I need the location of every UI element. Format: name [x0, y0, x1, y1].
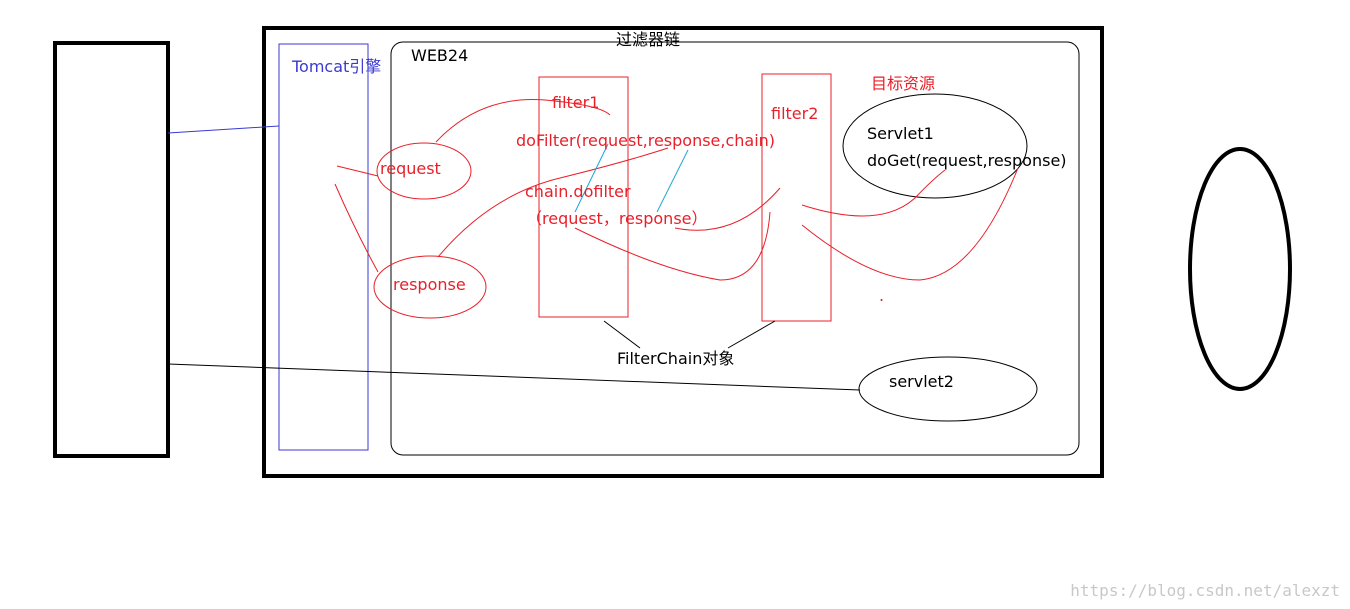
client-to-servlet2-line — [167, 363, 861, 391]
chain-title: 过滤器链 — [616, 30, 680, 49]
target-resource-label: 目标资源 — [871, 74, 935, 93]
tomcat-engine-box — [278, 43, 369, 451]
filter2-box — [761, 73, 832, 322]
filterchain-object-label: FilterChain对象 — [617, 349, 734, 368]
filterchain-line-left — [603, 320, 641, 349]
servlet1-ellipse — [842, 93, 1028, 199]
client-to-tomcat-line — [167, 125, 280, 134]
dot-mark: . — [879, 286, 884, 305]
filter1-box — [538, 76, 629, 318]
filter1-label: filter1 — [552, 93, 599, 112]
response-ellipse — [373, 255, 487, 319]
flow-curves — [334, 99, 1019, 281]
filter2-label: filter2 — [771, 104, 818, 123]
right-ellipse — [1188, 147, 1292, 391]
servlet2-ellipse — [858, 356, 1038, 422]
web-app-label: WEB24 — [411, 46, 468, 65]
watermark: https://blog.csdn.net/alexzt — [1070, 581, 1340, 600]
servlet1-method-label: doGet(request,response) — [867, 151, 1067, 170]
chain-dofilter-label: chain.dofilter — [525, 182, 631, 201]
servlet2-label: servlet2 — [889, 372, 954, 391]
tomcat-engine-label: Tomcat引擎 — [291, 57, 381, 76]
request-ellipse — [376, 142, 472, 200]
request-label: request — [380, 159, 441, 178]
response-label: response — [393, 275, 466, 294]
cyan-line-1 — [574, 143, 609, 213]
server-box — [262, 26, 1104, 478]
cyan-line-2 — [656, 149, 689, 213]
chain-dofilter-args-label: （request，response） — [526, 209, 708, 228]
client-box — [53, 41, 170, 458]
dofilter-label: doFilter(request,response,chain) — [516, 131, 775, 150]
web-app-box — [390, 41, 1080, 456]
servlet1-name-label: Servlet1 — [867, 124, 934, 143]
filterchain-line-right — [727, 320, 776, 349]
